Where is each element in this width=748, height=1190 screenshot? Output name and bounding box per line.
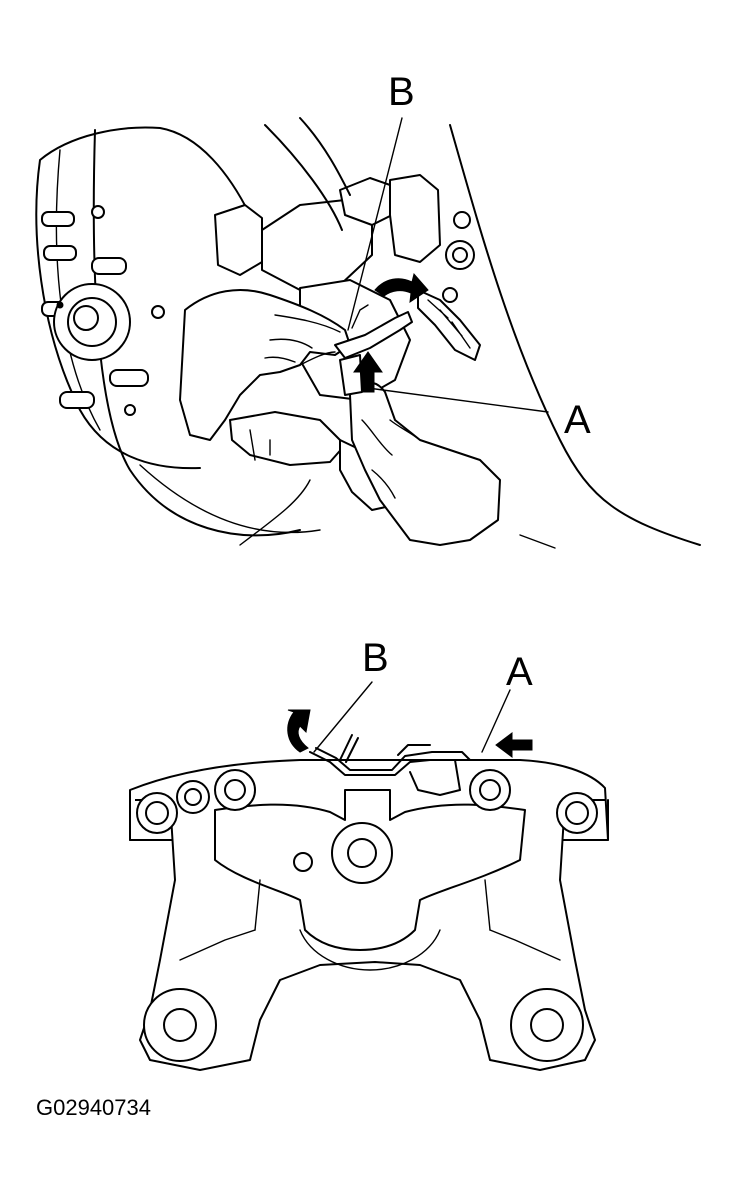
bolt-bosses xyxy=(136,769,598,834)
callout-b-bottom: B xyxy=(362,636,389,680)
callout-b-top: B xyxy=(388,70,415,114)
hand-left xyxy=(179,289,351,441)
rotate-arrow-top xyxy=(374,272,429,304)
leader-line-a-top xyxy=(367,387,549,413)
hub-center xyxy=(53,283,131,361)
anti-rattle-spring xyxy=(309,734,471,796)
leader-line-a-bottom xyxy=(481,689,511,753)
bottom-illustration: B A xyxy=(129,636,609,1071)
callout-a-bottom: A xyxy=(506,650,533,694)
clip-top xyxy=(334,304,413,396)
mounting-lugs xyxy=(143,988,584,1062)
knuckle-outline xyxy=(264,117,701,546)
brake-hose xyxy=(417,211,481,361)
callout-a-top: A xyxy=(564,398,591,442)
leader-line-b-bottom xyxy=(313,681,373,753)
figure-code: G02940734 xyxy=(36,1095,151,1120)
top-illustration: B A xyxy=(35,70,701,549)
rotate-arrow-bottom xyxy=(287,709,311,753)
leader-line-b-top xyxy=(347,117,403,331)
hand-right xyxy=(349,381,501,546)
push-arrow-bottom xyxy=(495,732,533,758)
